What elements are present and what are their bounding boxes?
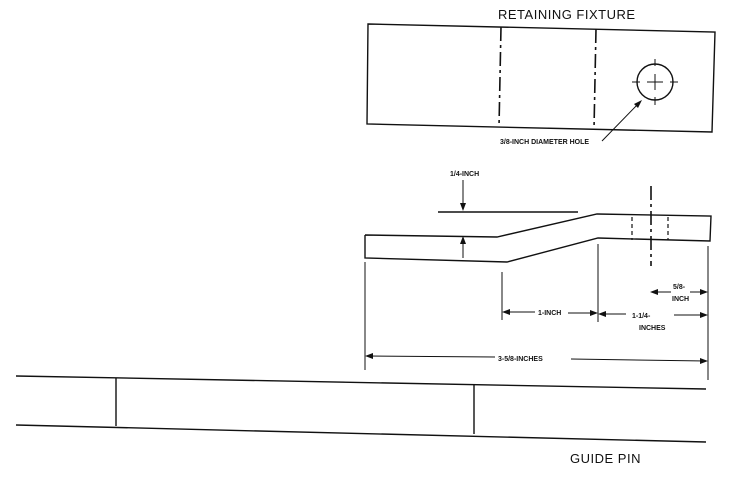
hole-label: 3/8-INCH DIAMETER HOLE — [500, 139, 589, 146]
hole-circle — [632, 59, 678, 105]
retaining-fixture-title: RETAINING FIXTURE — [498, 7, 636, 22]
overall-label: 3-5/8-INCHES — [498, 356, 543, 363]
guide-pin — [15, 375, 707, 443]
hole-leader-line — [601, 102, 640, 142]
one-inch-label: 1-INCH — [538, 310, 561, 317]
quarter-inch-label: 1/4-INCH — [450, 171, 479, 178]
retaining-fixture-side-view — [364, 186, 712, 266]
one-quarter-label-bottom: INCHES — [639, 325, 666, 332]
retaining-fixture-top-view — [366, 23, 716, 142]
five-eighths-label-bottom: INCH — [672, 296, 689, 303]
fixture-centerline-right — [593, 28, 597, 130]
five-eighths-label-top: 5/8- — [673, 284, 686, 291]
guide-pin-title: GUIDE PIN — [570, 451, 641, 466]
one-quarter-label-top: 1-1/4- — [632, 313, 651, 320]
fixture-centerline-left — [498, 26, 502, 128]
